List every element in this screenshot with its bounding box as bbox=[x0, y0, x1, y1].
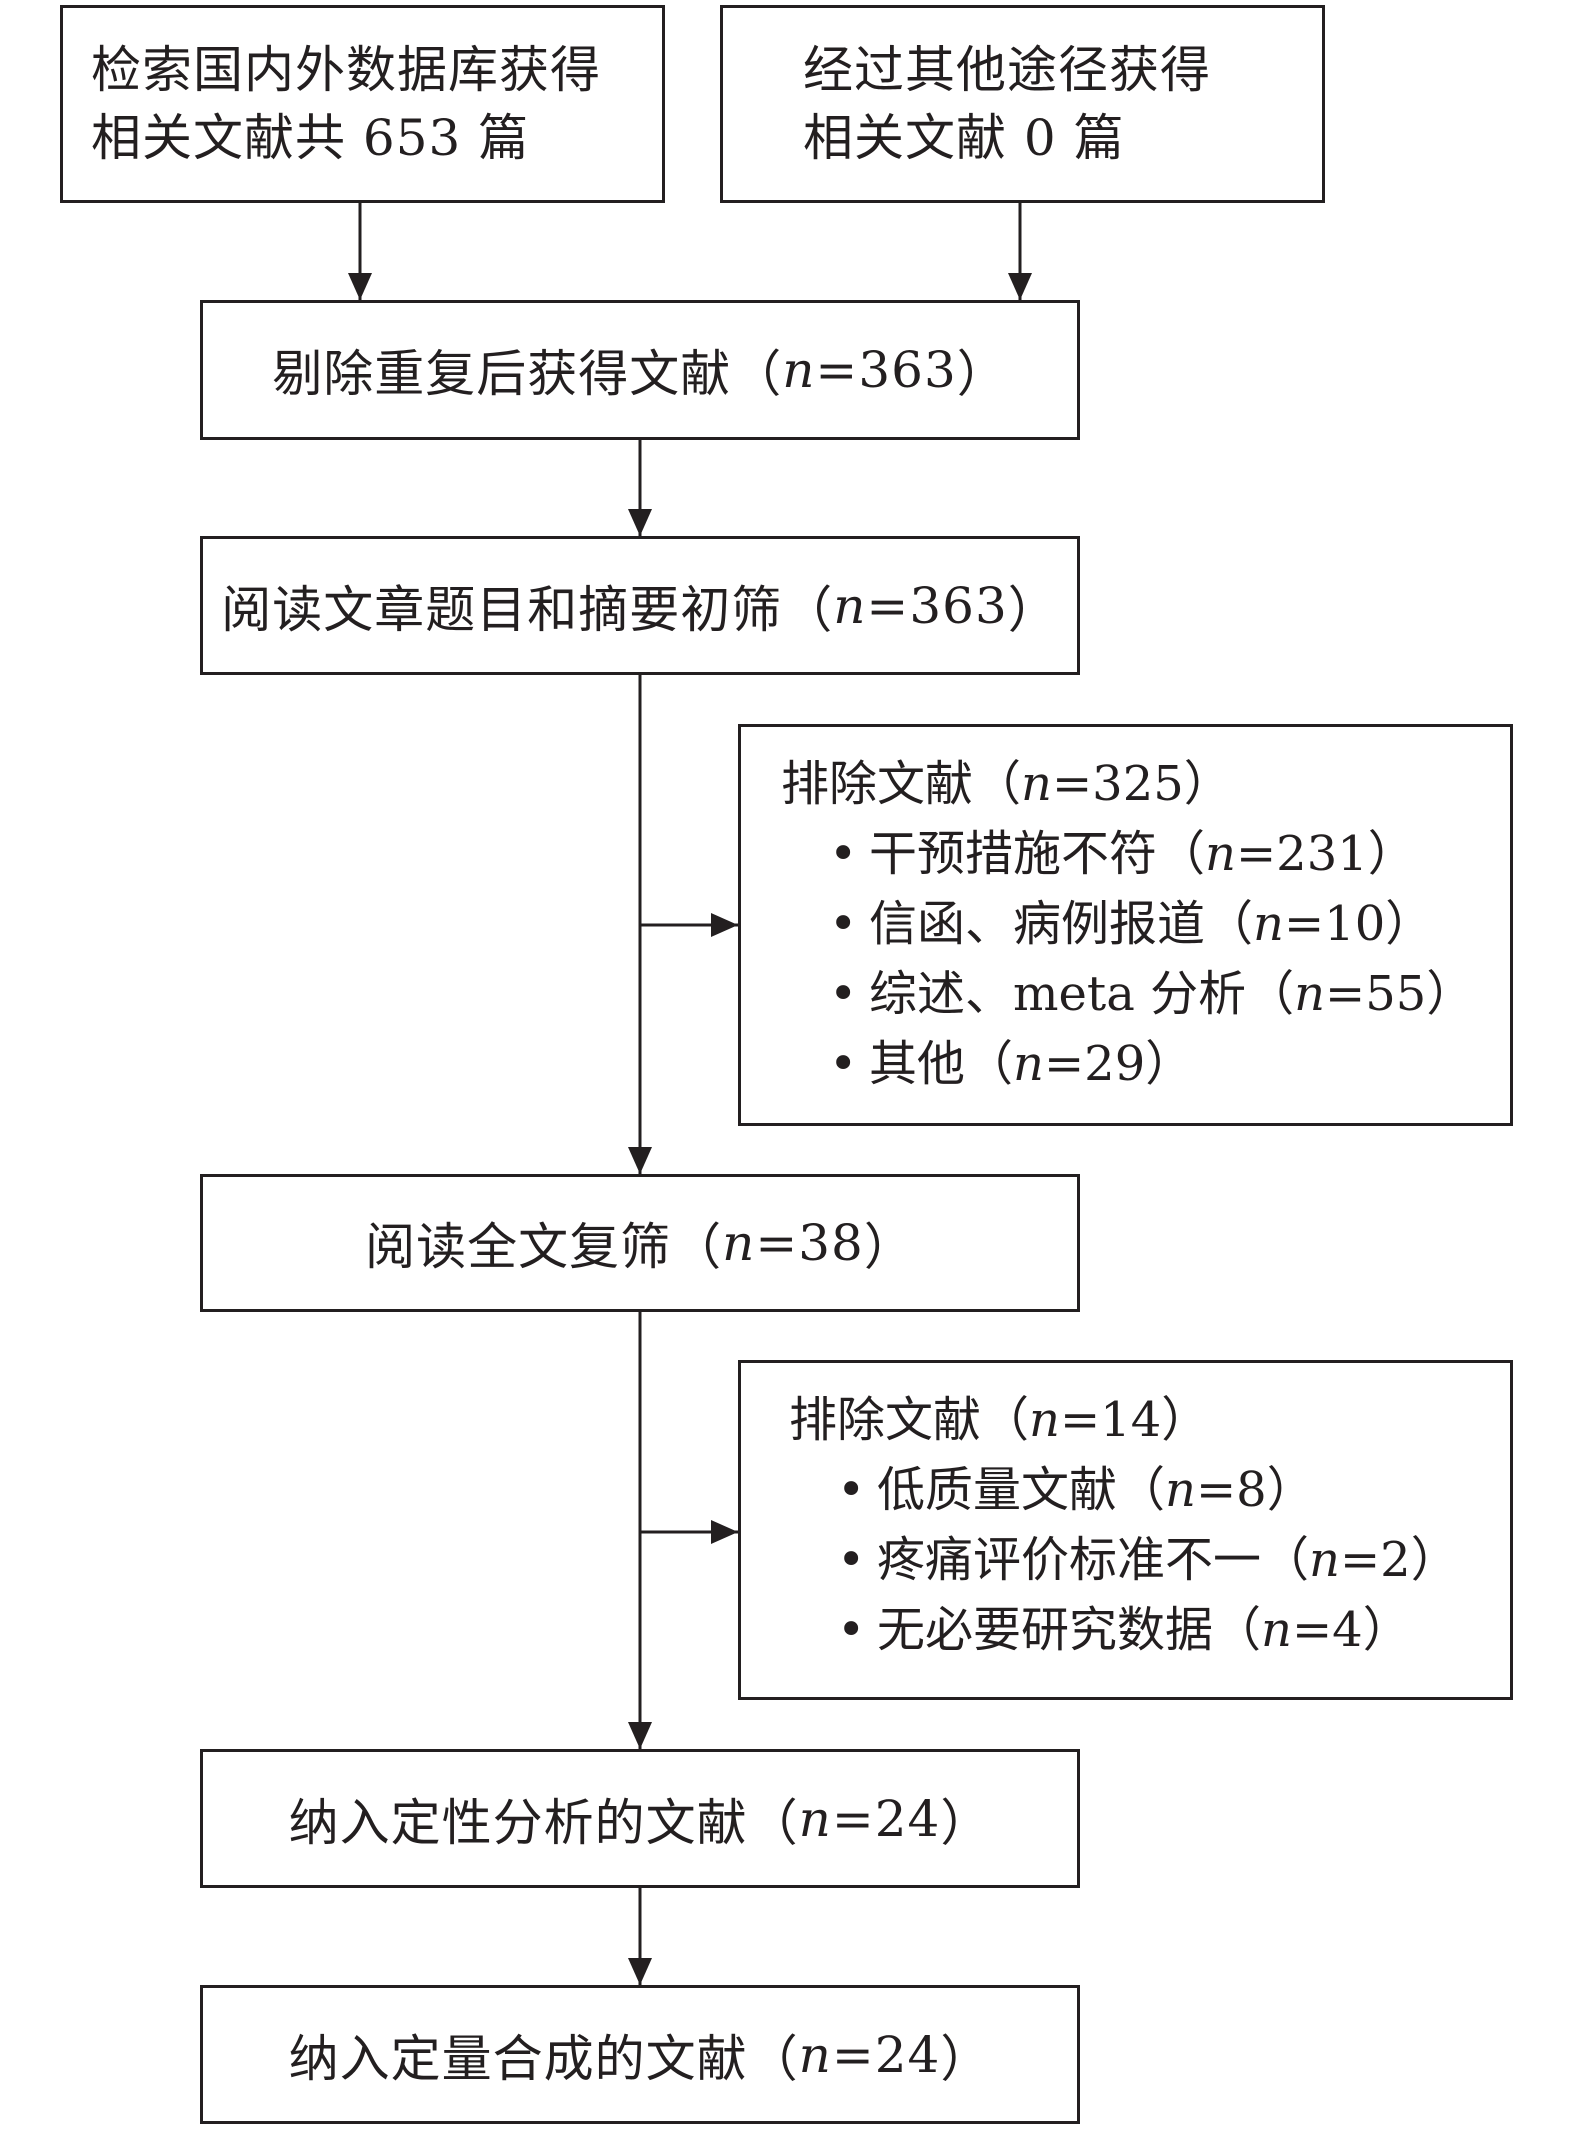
title-screen-count: 363 bbox=[909, 576, 1008, 635]
arrowhead-other bbox=[1008, 273, 1032, 300]
arrowhead-db bbox=[348, 273, 372, 300]
list-item: •信函、病例报道（n=10） bbox=[781, 889, 1510, 959]
n-symbol: n bbox=[722, 1214, 756, 1272]
n-symbol: n bbox=[798, 1789, 832, 1848]
box-fulltext-screening: 阅读全文复筛（n=38） bbox=[200, 1174, 1080, 1312]
other-sources-line1: 经过其他途径获得 bbox=[803, 41, 1211, 99]
database-search-line2: 相关文献共 653 篇 bbox=[91, 109, 530, 167]
bullet-icon: • bbox=[837, 1532, 866, 1588]
box-after-dedup: 剔除重复后获得文献（n=363） bbox=[200, 300, 1080, 440]
quantitative-label: 纳入定量合成的文献 bbox=[288, 2029, 748, 2088]
database-search-line1: 检索国内外数据库获得 bbox=[91, 41, 601, 99]
list-item: •低质量文献（n=8） bbox=[789, 1455, 1510, 1525]
arrowhead-qual bbox=[628, 1722, 652, 1749]
bullet-icon: • bbox=[837, 1462, 866, 1518]
list-item: •无必要研究数据（n=4） bbox=[789, 1595, 1510, 1665]
exclusion2-heading: 排除文献（n=14） bbox=[789, 1392, 1210, 1448]
box-exclusion-second: 排除文献（n=14） •低质量文献（n=8） •疼痛评价标准不一（n=2） •无… bbox=[738, 1360, 1513, 1700]
box-exclusion-first: 排除文献（n=325） •干预措施不符（n=231） •信函、病例报道（n=10… bbox=[738, 724, 1513, 1126]
list-item: •综述、meta 分析（n=55） bbox=[781, 959, 1510, 1029]
bullet-icon: • bbox=[829, 896, 858, 952]
list-item: •干预措施不符（n=231） bbox=[781, 819, 1510, 889]
qualitative-count: 24 bbox=[874, 1789, 941, 1848]
list-item: •其他（n=29） bbox=[781, 1029, 1510, 1099]
n-symbol: n bbox=[833, 576, 867, 635]
bullet-icon: • bbox=[829, 966, 858, 1022]
arrowhead-fulltext bbox=[628, 1147, 652, 1174]
title-screen-label: 阅读文章题目和摘要初筛 bbox=[221, 580, 783, 639]
bullet-icon: • bbox=[837, 1602, 866, 1658]
other-sources-line2: 相关文献 0 篇 bbox=[803, 109, 1125, 167]
n-symbol: n bbox=[798, 2025, 832, 2084]
fulltext-count: 38 bbox=[798, 1214, 864, 1272]
box-database-search: 检索国内外数据库获得 相关文献共 653 篇 bbox=[60, 5, 665, 203]
dedup-count: 363 bbox=[858, 341, 957, 399]
arrowhead-quant bbox=[628, 1958, 652, 1985]
box-qualitative-analysis: 纳入定性分析的文献（n=24） bbox=[200, 1749, 1080, 1888]
arrowhead-title bbox=[628, 509, 652, 536]
quantitative-count: 24 bbox=[874, 2025, 941, 2084]
n-symbol: n bbox=[782, 341, 816, 399]
arrowhead-exclude2 bbox=[711, 1520, 738, 1544]
arrowhead-exclude1 bbox=[711, 913, 738, 937]
qualitative-label: 纳入定性分析的文献 bbox=[288, 1793, 748, 1852]
exclusion1-heading: 排除文献（n=325） bbox=[781, 756, 1232, 812]
fulltext-label: 阅读全文复筛 bbox=[365, 1218, 672, 1276]
box-title-abstract-screening: 阅读文章题目和摘要初筛（n=363） bbox=[200, 536, 1080, 675]
dedup-label: 剔除重复后获得文献 bbox=[272, 345, 732, 403]
bullet-icon: • bbox=[829, 826, 858, 882]
bullet-icon: • bbox=[829, 1036, 858, 1092]
box-quantitative-synthesis: 纳入定量合成的文献（n=24） bbox=[200, 1985, 1080, 2124]
list-item: •疼痛评价标准不一（n=2） bbox=[789, 1525, 1510, 1595]
box-other-sources: 经过其他途径获得 相关文献 0 篇 bbox=[720, 5, 1325, 203]
